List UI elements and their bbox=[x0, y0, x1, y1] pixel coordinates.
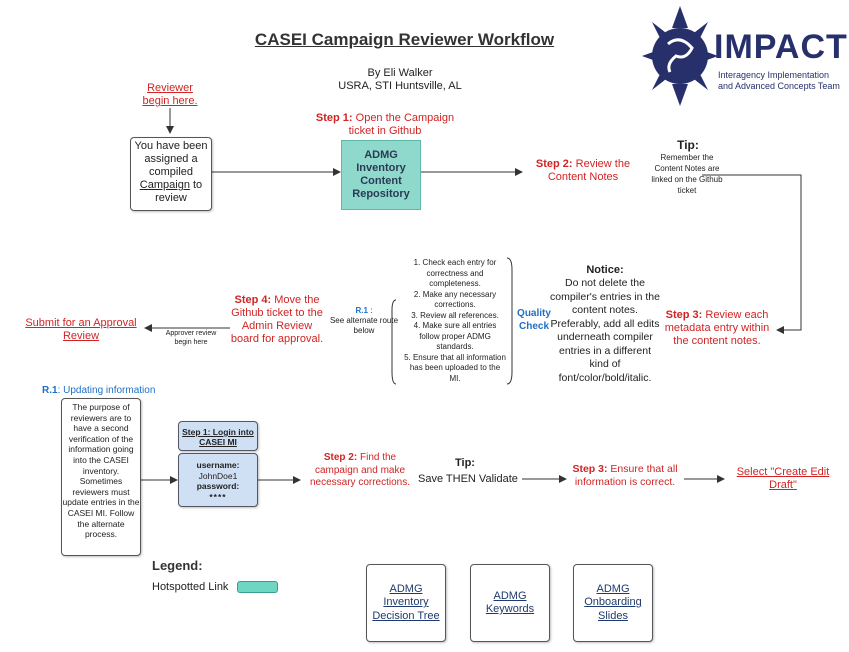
r1-ref-sep: : bbox=[370, 306, 373, 315]
credentials-box: username: JohnDoe1 password: **** bbox=[178, 453, 258, 507]
step1-heading: Step 1: bbox=[315, 112, 353, 124]
tip2-heading: Tip: bbox=[455, 457, 475, 469]
byline: By Eli Walker bbox=[367, 67, 433, 79]
repo-line-1: ADMG bbox=[364, 149, 398, 161]
start-link[interactable]: Reviewer begin here. bbox=[130, 82, 210, 108]
repo-line-2: Inventory bbox=[356, 162, 406, 174]
r1-ref-text: See alternate route below bbox=[329, 316, 399, 335]
login-link[interactable]: Step 1: Login into CASEI MI bbox=[178, 421, 258, 451]
alt-step3-text: Ensure that all information is correct. bbox=[574, 463, 678, 488]
checklist-item: 4. Make sure all entries follow proper A… bbox=[413, 321, 497, 351]
legend-item-label: Hotspotted Link bbox=[152, 581, 229, 593]
logo-wordmark: IMPACT bbox=[714, 28, 848, 66]
alt-step3-label: Step 3: Ensure that all information is c… bbox=[566, 463, 684, 489]
step1-label: Step 1: Open the Campaign ticket in Gith… bbox=[310, 112, 460, 138]
logo-subtitle-1: Interagency Implementation bbox=[718, 70, 830, 80]
step4-label: Step 4: Move the Github ticket to the Ad… bbox=[230, 294, 324, 346]
tip2-text: Save THEN Validate bbox=[418, 473, 518, 485]
decision-tree-text: ADMG Inventory Decision Tree bbox=[372, 582, 440, 622]
r1-label: R.1 bbox=[42, 385, 58, 396]
legend-swatch bbox=[237, 581, 278, 593]
alt-step2-label: Step 2: Find the campaign and make neces… bbox=[306, 452, 414, 490]
step3-text: Review each metadata entry within the co… bbox=[664, 309, 770, 347]
impact-logo: IMPACT Interagency Implementation and Ad… bbox=[640, 4, 848, 108]
purpose-box: The purpose of reviewers are to have a s… bbox=[61, 398, 141, 556]
password-label: password: bbox=[196, 481, 240, 491]
r1-ref-label: R.1 bbox=[355, 306, 368, 315]
org-name: USRA, STI Huntsville, AL bbox=[338, 80, 462, 92]
diagram-title: CASEI Campaign Reviewer Workflow bbox=[254, 30, 555, 49]
assigned-box: You have been assigned a compiled Campai… bbox=[130, 137, 212, 211]
keywords-link[interactable]: ADMG Keywords bbox=[470, 564, 550, 642]
submit-approval-link[interactable]: Submit for an Approval Review bbox=[25, 317, 137, 342]
checklist-item: 2. Make any necessary corrections. bbox=[413, 289, 497, 310]
quality-check-label: Quality Check bbox=[517, 308, 551, 332]
assigned-text-end: to review bbox=[155, 179, 203, 204]
step3-heading: Step 3: bbox=[665, 309, 703, 321]
checklist-item: 3. Review all references. bbox=[411, 310, 499, 320]
approver-note: Approver review begin here bbox=[165, 330, 217, 346]
onboarding-slides-link[interactable]: ADMG Onboarding Slides bbox=[573, 564, 653, 642]
r1-reference: R.1 : See alternate route below bbox=[324, 306, 404, 336]
create-edit-draft-link[interactable]: Select "Create Edit Draft" bbox=[736, 466, 830, 491]
step2-text: Review the Content Notes bbox=[547, 158, 631, 183]
repo-line-3: Content bbox=[360, 175, 402, 187]
password-value: **** bbox=[209, 491, 227, 502]
notice-heading: Notice: bbox=[586, 264, 624, 276]
alt-step2-heading: Step 2: bbox=[323, 452, 358, 463]
username-label: username: bbox=[196, 460, 240, 470]
step2-label: Step 2: Review the Content Notes bbox=[530, 158, 636, 184]
notice-text: Do not delete the compiler's entries in … bbox=[550, 277, 660, 384]
keywords-text: ADMG Keywords bbox=[485, 589, 535, 616]
legend-heading: Legend: bbox=[152, 558, 203, 573]
repo-line-4: Repository bbox=[352, 188, 410, 200]
r1-heading: R.1: Updating information bbox=[42, 385, 155, 396]
decision-tree-link[interactable]: ADMG Inventory Decision Tree bbox=[366, 564, 446, 642]
step4-text: Move the Github ticket to the Admin Revi… bbox=[230, 294, 324, 345]
step1-text: Open the Campaign ticket in Github bbox=[348, 112, 455, 137]
alt-step2-text: Find the campaign and make necessary cor… bbox=[309, 452, 411, 488]
tip1-heading: Tip: bbox=[677, 138, 699, 152]
alt-step3-heading: Step 3: bbox=[572, 463, 608, 475]
quality-checklist: 1. Check each entry for correctness and … bbox=[404, 258, 506, 384]
login-title: Step 1: Login into CASEI MI bbox=[182, 427, 254, 447]
tip1-text: Remember the Content Notes are linked on… bbox=[651, 153, 723, 195]
onboarding-slides-text: ADMG Onboarding Slides bbox=[584, 582, 642, 622]
step4-heading: Step 4: bbox=[234, 294, 272, 306]
assigned-text: You have been assigned a compiled bbox=[134, 140, 208, 178]
step3-label: Step 3: Review each metadata entry withi… bbox=[662, 309, 772, 348]
logo-subtitle-2: and Advanced Concepts Team bbox=[718, 81, 840, 91]
username-value: JohnDoe1 bbox=[198, 470, 238, 481]
checklist-item: 1. Check each entry for correctness and … bbox=[413, 258, 497, 288]
globe-logo-icon bbox=[642, 6, 718, 106]
start-line-2: begin here. bbox=[142, 95, 198, 107]
repository-link[interactable]: ADMG Inventory Content Repository bbox=[341, 140, 421, 210]
campaign-link[interactable]: Campaign bbox=[139, 179, 190, 191]
checklist-item: 5. Ensure that all information has been … bbox=[404, 352, 506, 383]
step2-heading: Step 2: bbox=[535, 158, 573, 170]
r1-text: : Updating information bbox=[57, 385, 156, 396]
start-line-1: Reviewer bbox=[147, 82, 193, 94]
